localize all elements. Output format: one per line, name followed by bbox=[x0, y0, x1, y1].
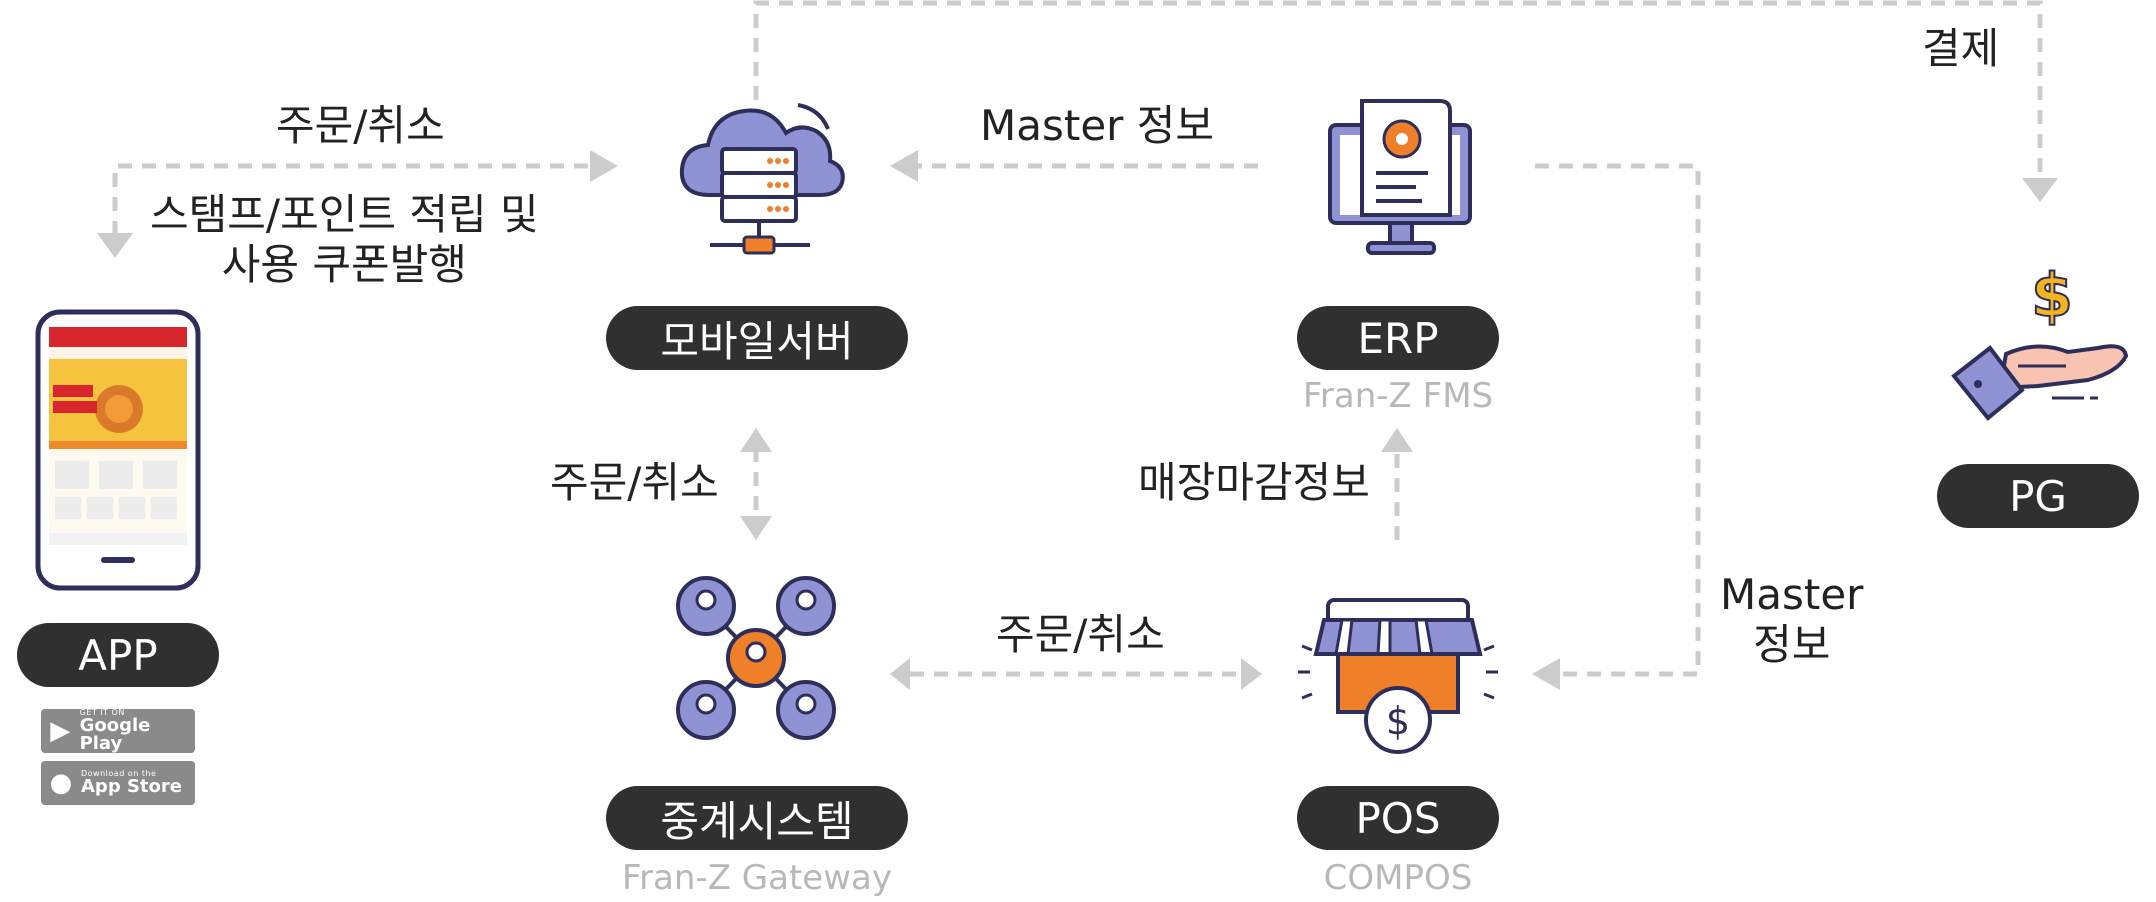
edge-label-erp-pos: Master 정보 bbox=[1720, 570, 1864, 669]
node-relay-sublabel: Fran-Z Gateway bbox=[621, 858, 892, 898]
arrowhead bbox=[1241, 658, 1262, 690]
edge-app-server bbox=[112, 163, 590, 235]
phone-app-icon bbox=[35, 309, 201, 591]
arrowhead bbox=[2022, 178, 2058, 202]
arrowhead bbox=[1381, 428, 1413, 452]
svg-text:$: $ bbox=[1386, 699, 1410, 743]
shop-pos-icon: $ bbox=[1298, 598, 1498, 754]
app-store-big: App Store bbox=[81, 776, 182, 797]
edge-label-server-app: 스탬프/포인트 적립 및 사용 쿠폰발행 bbox=[150, 190, 539, 289]
google-play-small: GET IT ON bbox=[79, 708, 125, 717]
edge-label-pos-erp: 매장마감정보 bbox=[1138, 458, 1370, 507]
hand-coin-icon: $ bbox=[1951, 268, 2129, 421]
edge-label-server-relay: 주문/취소 bbox=[550, 458, 719, 507]
arrowhead bbox=[890, 658, 910, 690]
edge-label-erp-server: Master 정보 bbox=[980, 101, 1215, 150]
arrowhead bbox=[590, 150, 618, 182]
arrowhead bbox=[740, 516, 772, 540]
app-store-small: Download on the bbox=[81, 769, 157, 778]
arrowhead bbox=[890, 150, 918, 182]
google-play-big: Google Play bbox=[79, 715, 151, 754]
edge-server-pg bbox=[753, 0, 2043, 178]
edge-label-server-pg: 결제 bbox=[1922, 24, 2000, 73]
play-store-icon: ▶ bbox=[50, 716, 71, 746]
arrowhead bbox=[97, 233, 133, 258]
edge-label-app-server: 주문/취소 bbox=[276, 101, 445, 150]
node-pos: POS bbox=[1297, 786, 1499, 850]
node-app: APP bbox=[17, 623, 219, 687]
node-pos-sublabel: COMPOS bbox=[1323, 858, 1473, 898]
edge-label-relay-pos: 주문/취소 bbox=[996, 610, 1165, 659]
node-pg: PG bbox=[1937, 464, 2139, 528]
erp-monitor-icon bbox=[1328, 99, 1472, 255]
node-erp-sublabel: Fran-Z FMS bbox=[1302, 376, 1494, 416]
cloud-server-icon bbox=[679, 103, 845, 255]
svg-text:$: $ bbox=[2031, 268, 2073, 331]
node-relay: 중계시스템 bbox=[606, 786, 908, 850]
apple-icon: ● bbox=[49, 768, 73, 798]
network-people-icon bbox=[676, 576, 836, 740]
arrowhead bbox=[740, 428, 772, 452]
node-erp: ERP bbox=[1297, 306, 1499, 370]
arrowhead bbox=[1532, 658, 1560, 690]
node-mobile-server: 모바일서버 bbox=[606, 306, 908, 370]
edge-erp-pos bbox=[1535, 163, 1701, 677]
